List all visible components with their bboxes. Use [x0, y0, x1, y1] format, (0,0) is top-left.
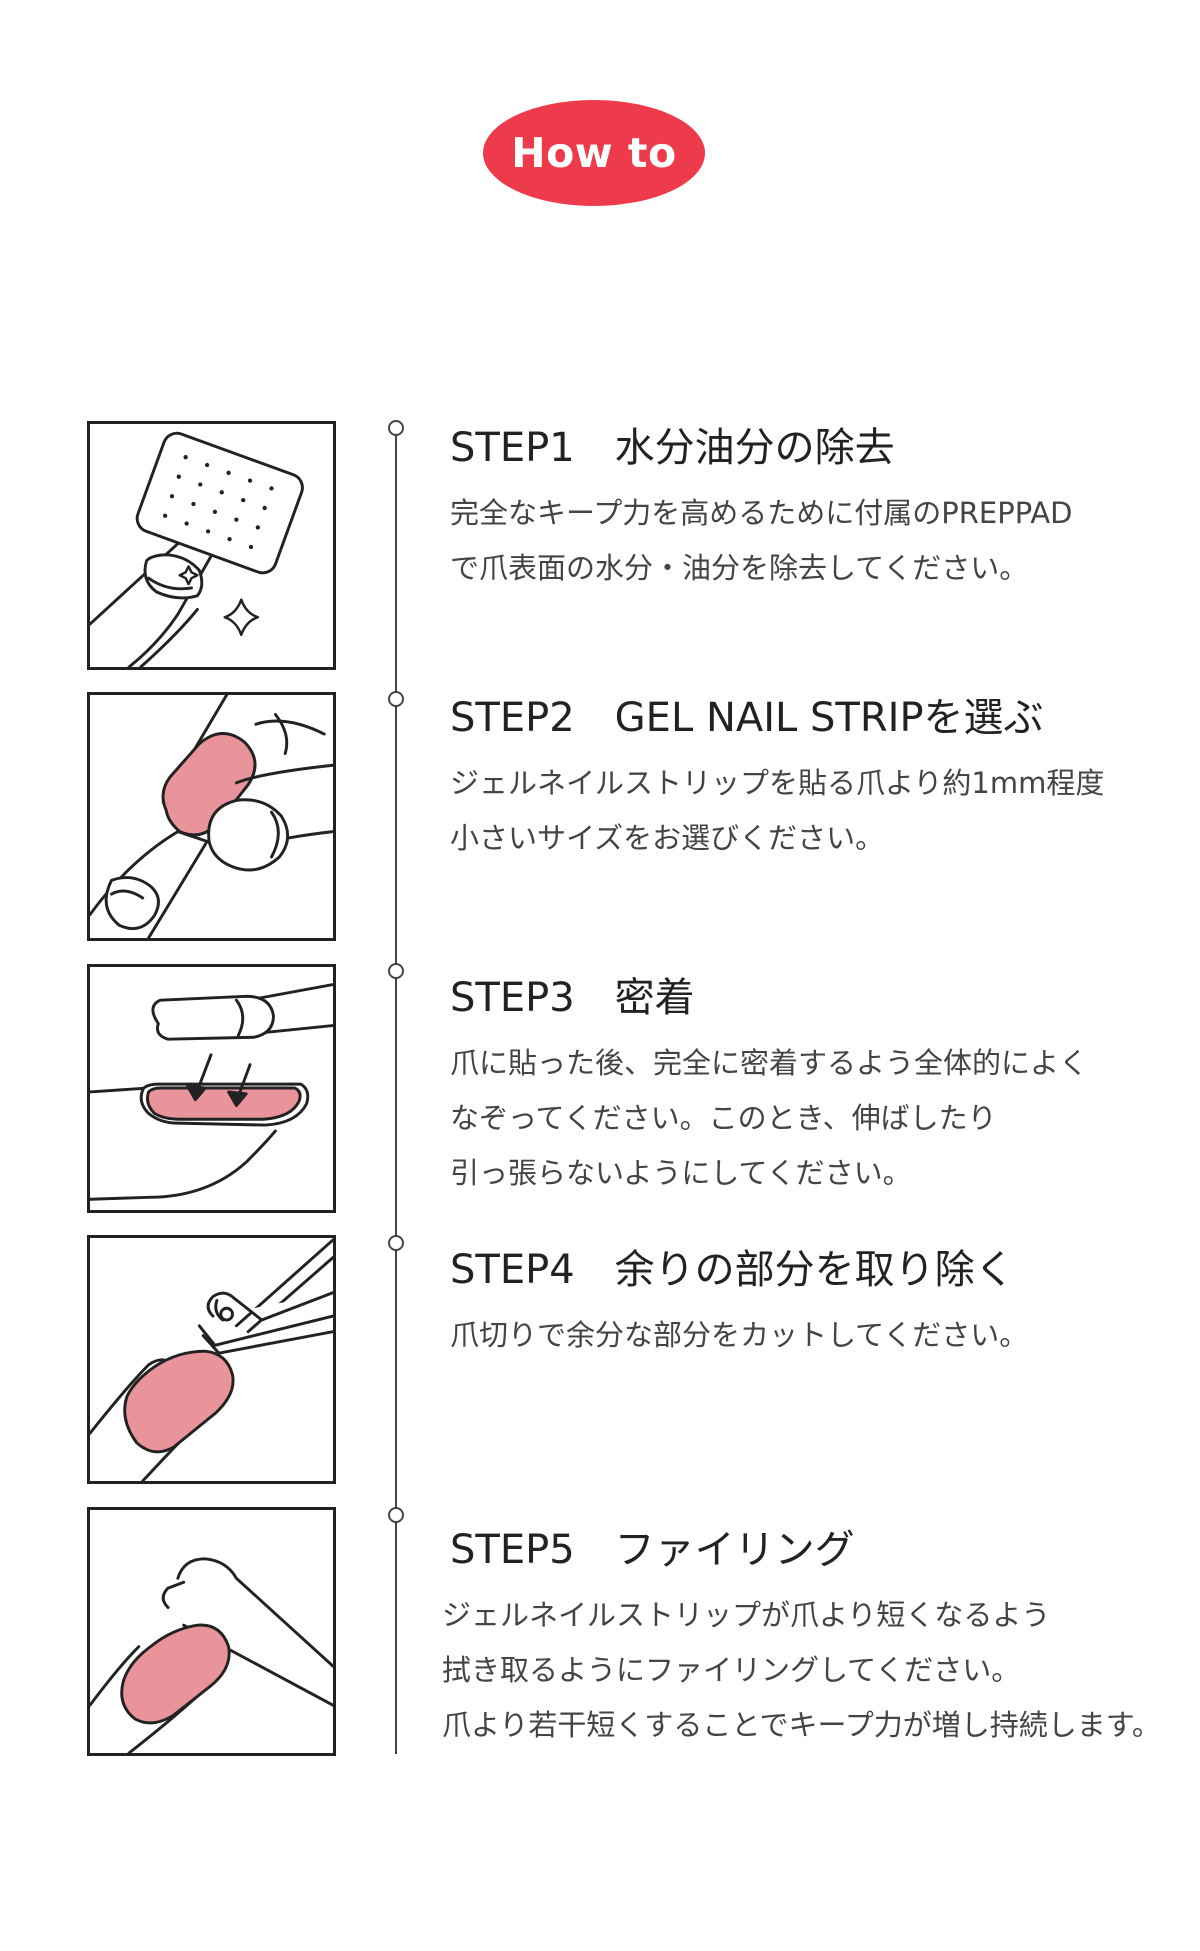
timeline-line: [395, 428, 397, 1754]
nail-clipper-icon: [90, 1238, 333, 1481]
step2-illustration: [87, 692, 336, 941]
timeline-dot: [388, 1235, 404, 1251]
step-line: 小さいサイズをお選びください。: [450, 821, 885, 855]
step-label: STEP3: [450, 975, 575, 1021]
step-label: STEP5: [450, 1527, 575, 1573]
step-label: STEP2: [450, 695, 575, 741]
step-description: ジェルネイルストリップが爪より短くなるよう 拭き取るようにファイリングしてくださ…: [442, 1588, 1190, 1753]
step-heading: GEL NAIL STRIPを選ぶ: [614, 695, 1044, 741]
nail-strip-icon: [90, 695, 333, 938]
step-heading: ファイリング: [614, 1527, 855, 1573]
step-line: 引っ張らないようにしてください。: [450, 1156, 912, 1190]
step-description: 完全なキープ力を高めるために付属のPREPPAD で爪表面の水分・油分を除去して…: [450, 486, 1190, 596]
step-line: 拭き取るようにファイリングしてください。: [442, 1653, 1021, 1687]
step-line: 爪に貼った後、完全に密着するよう全体的によく: [450, 1046, 1089, 1080]
timeline-dot: [388, 963, 404, 979]
step-line: ジェルネイルストリップを貼る爪より約1mm程度: [450, 766, 1105, 800]
step-heading: 水分油分の除去: [614, 425, 895, 471]
step-2: STEP2 GEL NAIL STRIPを選ぶ ジェルネイルストリップを貼る爪より…: [450, 694, 1190, 866]
step3-illustration: [87, 964, 336, 1213]
step-4: STEP4 余りの部分を取り除く 爪切りで余分な部分をカットしてください。: [450, 1246, 1190, 1363]
step-label: STEP4: [450, 1247, 575, 1293]
step-label: STEP1: [450, 425, 575, 471]
prep-pad-icon: [90, 431, 304, 667]
timeline-dot: [388, 1507, 404, 1523]
step-heading: 密着: [614, 975, 695, 1021]
step-title: STEP4 余りの部分を取り除く: [450, 1246, 1190, 1294]
step-line: 爪より若干短くすることでキープ力が増し持続します。: [442, 1708, 1161, 1742]
step-line: 爪切りで余分な部分をカットしてください。: [450, 1318, 1029, 1352]
step-title: STEP1 水分油分の除去: [450, 424, 1190, 472]
step-title: STEP3 密着: [450, 974, 1190, 1022]
step-line: 完全なキープ力を高めるために付属のPREPPAD: [450, 496, 1073, 530]
step-description: 爪に貼った後、完全に密着するよう全体的によく なぞってください。このとき、伸ばし…: [450, 1036, 1190, 1201]
step-title: STEP2 GEL NAIL STRIPを選ぶ: [450, 694, 1190, 742]
step5-illustration: [87, 1507, 336, 1756]
step-3: STEP3 密着 爪に貼った後、完全に密着するよう全体的によく なぞってください。…: [450, 974, 1190, 1201]
step-description: 爪切りで余分な部分をカットしてください。: [450, 1308, 1190, 1363]
step-5: STEP5 ファイリング ジェルネイルストリップが爪より短くなるよう 拭き取るよう…: [442, 1526, 1190, 1753]
step4-illustration: [87, 1235, 336, 1484]
step-title: STEP5 ファイリング: [450, 1526, 1190, 1574]
step-line: なぞってください。このとき、伸ばしたり: [450, 1101, 997, 1135]
timeline-dot: [388, 420, 404, 436]
step-line: ジェルネイルストリップが爪より短くなるよう: [442, 1598, 1051, 1632]
step1-illustration: [87, 421, 336, 670]
nail-file-icon: [90, 1557, 333, 1753]
step-heading: 余りの部分を取り除く: [614, 1247, 1015, 1293]
press-nail-icon: [90, 983, 333, 1201]
step-description: ジェルネイルストリップを貼る爪より約1mm程度 小さいサイズをお選びください。: [450, 756, 1190, 866]
step-1: STEP1 水分油分の除去 完全なキープ力を高めるために付属のPREPPAD で爪…: [450, 424, 1190, 596]
timeline-dot: [388, 691, 404, 707]
how-to-badge: How to: [483, 100, 705, 206]
step-line: で爪表面の水分・油分を除去してください。: [450, 551, 1029, 585]
